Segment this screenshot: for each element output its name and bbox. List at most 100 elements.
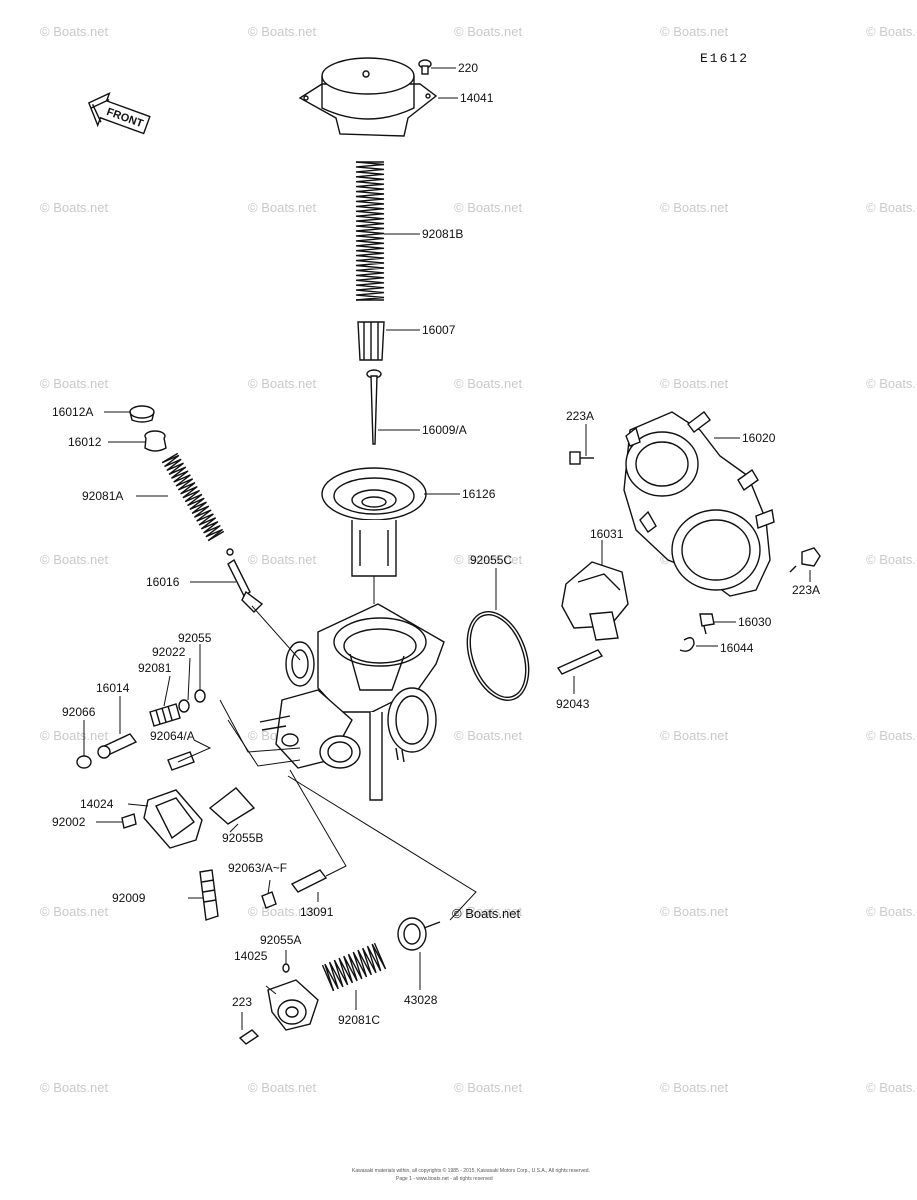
watermark-text: © Boats.net [248, 904, 317, 919]
part-label: 223A [792, 583, 820, 597]
jet-needle-16009A-icon [366, 369, 382, 445]
spring-92081C-icon [321, 942, 387, 992]
watermark-text: © Boats.net [660, 904, 729, 919]
washer-92055-icon [194, 689, 206, 703]
jet-13091-icon [290, 869, 328, 893]
carburetor-body-icon [259, 603, 445, 801]
cap-16012A-icon [129, 405, 155, 423]
part-label: 16016 [146, 575, 180, 589]
watermark-text: © Boats.net [660, 376, 729, 391]
watermark-text: © Boats.net [248, 24, 317, 39]
part-label: 92009 [112, 891, 146, 905]
watermark-text: © Boats.net [454, 200, 523, 215]
part-label: 16030 [738, 615, 772, 629]
part-label: 16031 [590, 527, 624, 541]
part-label: 16126 [462, 487, 496, 501]
part-label: 16012 [68, 435, 102, 449]
watermark-text: © Boats.net [40, 552, 109, 567]
watermark-layer: © Boats.net © Boats.net © Boats.net © Boats… [40, 24, 917, 1095]
watermark-text: © Boats.net [866, 200, 917, 215]
gasket-92055B-icon [208, 787, 256, 825]
part-label: 16044 [720, 641, 754, 655]
clip-16044-icon [679, 637, 695, 652]
washer-92022-icon [178, 699, 190, 713]
watermark-text: © Boats.net [660, 200, 729, 215]
float-bowl-16020-icon [623, 411, 775, 597]
needle-holder-16007-icon [357, 321, 385, 361]
watermark-text: © Boats.net [866, 24, 917, 39]
screw-223A-right-icon [789, 547, 821, 573]
part-label: 92066 [62, 705, 96, 719]
watermark-text: © Boats.net [40, 1080, 109, 1095]
spring-92081B-icon [355, 161, 385, 301]
part-label: 92043 [556, 697, 590, 711]
part-label: 92055B [222, 831, 263, 845]
watermark-text: © Boats.net [40, 728, 109, 743]
front-arrow-icon: FRONT [87, 92, 151, 135]
part-label: 16009/A [422, 423, 467, 437]
starter-plunger-16016-icon [226, 548, 264, 613]
watermark-text: © Boats.net [40, 904, 109, 919]
accelerator-pump-14025-icon [267, 979, 319, 1031]
part-label: 92081A [82, 489, 123, 503]
part-label: 92055A [260, 933, 301, 947]
cap-92066-icon [76, 755, 92, 769]
valve-16030-icon [699, 613, 715, 635]
leader-lines [83, 67, 811, 1030]
watermark-text: © Boats.net [40, 200, 109, 215]
screw-92002-icon [121, 813, 137, 829]
watermark-text: © Boats.net [866, 552, 917, 567]
spring-92081-icon [149, 703, 181, 727]
part-label: 92063/A~F [228, 861, 287, 875]
part-label: 92002 [52, 815, 86, 829]
watermark-text: © Boats.net [866, 904, 917, 919]
diagram-code: E1612 [700, 51, 749, 66]
cover-14024-icon [143, 789, 203, 849]
watermark-text: © Boats.net [454, 904, 523, 919]
screw-223-icon [238, 1029, 260, 1045]
jet-92063AF-icon [261, 891, 277, 909]
o-ring-92055C-icon [466, 611, 530, 701]
copyright-line-1: Kawasaki materials within, all copyright… [352, 1167, 590, 1174]
screw-223A-top-icon [569, 451, 594, 465]
watermark-text: © Boats.net [454, 1080, 523, 1095]
watermark-text: © Boats.net [866, 376, 917, 391]
part-label: 92055C [470, 553, 512, 567]
spring-92081A-icon [161, 452, 225, 542]
part-label: 16020 [742, 431, 776, 445]
part-label: 92055 [178, 631, 212, 645]
part-label: 223A [566, 409, 594, 423]
watermark-text: © Boats.net [454, 728, 523, 743]
diaphragm-piston-16126-icon [321, 467, 427, 577]
watermark-text: © Boats.net [454, 376, 523, 391]
part-label: 92064/A [150, 729, 195, 743]
watermark-text: © Boats.net [40, 376, 109, 391]
part-label: 16007 [422, 323, 456, 337]
copyright-line-2: Page 1 - www.boats.net - all rights rese… [396, 1176, 493, 1182]
part-label: 14025 [234, 949, 268, 963]
part-label: 16012A [52, 405, 93, 419]
jet-92009-icon [199, 869, 219, 921]
inline-brand-label: © Boats.net [452, 906, 521, 921]
watermark-text: © Boats.net [454, 552, 523, 567]
float-16031-icon [561, 561, 629, 641]
watermark-text: © Boats.net [40, 24, 109, 39]
watermark-text: © Boats.net [660, 1080, 729, 1095]
part-label: 92022 [152, 645, 186, 659]
watermark-text: © Boats.net [248, 376, 317, 391]
part-label: 220 [458, 61, 478, 75]
cap-16012-icon [144, 430, 167, 452]
watermark-text: © Boats.net [248, 200, 317, 215]
watermark-text: © Boats.net [866, 728, 917, 743]
top-cover-14041-icon [298, 57, 438, 137]
part-label: 92081 [138, 661, 172, 675]
part-label: 13091 [300, 905, 334, 919]
watermark-text: © Boats.net [248, 552, 317, 567]
watermark-text: © Boats.net [660, 24, 729, 39]
part-label: 43028 [404, 993, 438, 1007]
watermark-text: © Boats.net [866, 1080, 917, 1095]
part-label: 14041 [460, 91, 494, 105]
part-label: 92081B [422, 227, 463, 241]
part-labels: 220 14041 92081B 16007 16009/A 16012A 16… [52, 61, 820, 1027]
